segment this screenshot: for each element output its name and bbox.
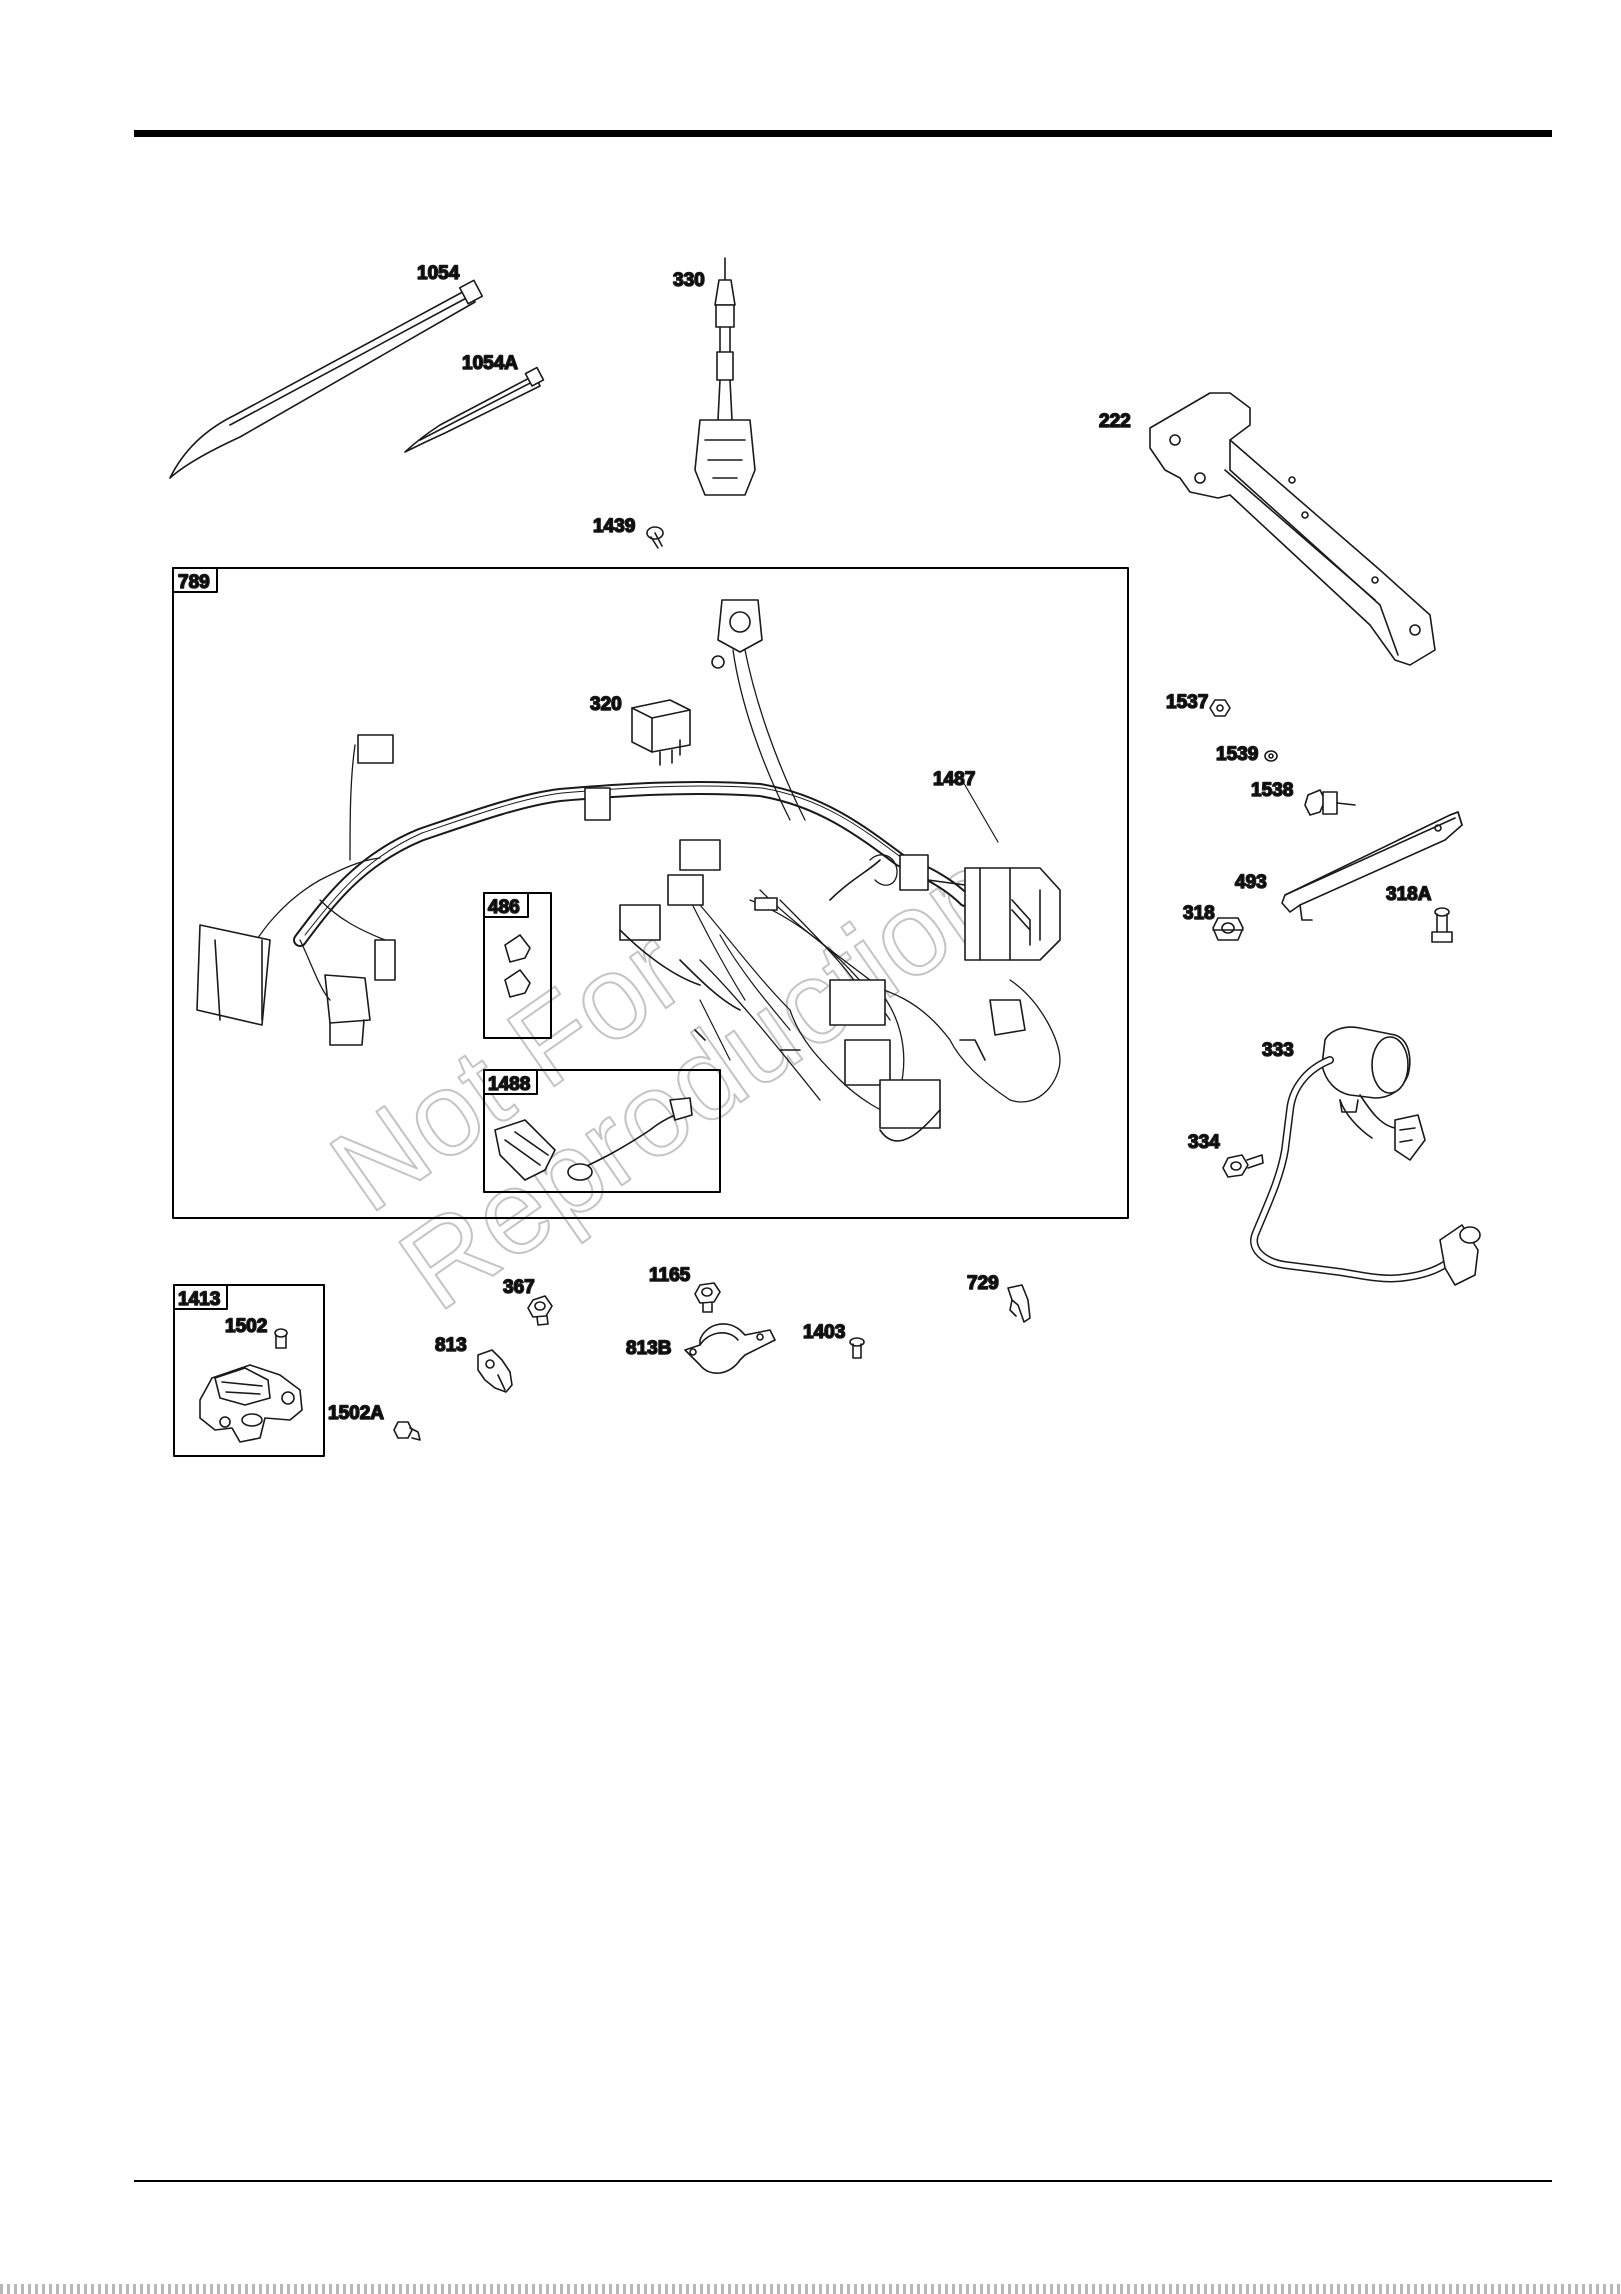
screw-1502[interactable] [275, 1329, 287, 1348]
cable-tie-1054[interactable] [170, 280, 482, 478]
bracket-493[interactable] [1282, 812, 1462, 920]
label-334: 334 [1188, 1132, 1220, 1153]
label-330: 330 [673, 270, 705, 291]
kit-tag-789: 789 [178, 572, 210, 593]
label-333: 333 [1262, 1040, 1294, 1061]
nut-318[interactable] [1213, 918, 1243, 940]
fuse-486[interactable] [505, 935, 530, 997]
label-1487: 1487 [933, 769, 975, 790]
bracket-222[interactable] [1150, 393, 1435, 665]
label-318: 318 [1183, 903, 1215, 924]
screw-1403[interactable] [850, 1338, 864, 1358]
nut-1537[interactable] [1210, 700, 1230, 716]
kit-tag-1488: 1488 [488, 1074, 530, 1095]
label-1502: 1502 [225, 1316, 267, 1337]
throttle-position-sensor-1413[interactable] [200, 1365, 302, 1442]
ignition-coil-333[interactable] [1254, 1027, 1480, 1285]
watermark: Not For Reproduction [308, 726, 1028, 1335]
clip-729[interactable] [1008, 1285, 1030, 1322]
label-1539: 1539 [1216, 744, 1258, 765]
label-1537: 1537 [1166, 692, 1208, 713]
bolt-367[interactable] [528, 1296, 552, 1325]
label-1054: 1054 [417, 263, 460, 284]
grommet-1538[interactable] [1305, 790, 1355, 815]
bolt-1165[interactable] [695, 1283, 720, 1312]
label-813b: 813B [626, 1338, 671, 1359]
label-1538: 1538 [1251, 780, 1293, 801]
cable-tie-1054a[interactable] [405, 368, 543, 452]
label-367: 367 [503, 1277, 535, 1298]
label-1403: 1403 [803, 1322, 845, 1343]
label-1165: 1165 [649, 1265, 691, 1286]
label-729: 729 [967, 1273, 999, 1294]
bolt-1439[interactable] [647, 527, 663, 548]
kit-tag-1413: 1413 [178, 1289, 220, 1310]
label-1054a: 1054A [462, 353, 518, 374]
bolt-334[interactable] [1223, 1155, 1263, 1177]
label-493: 493 [1235, 872, 1267, 893]
scan-edge-strip [0, 2284, 1621, 2294]
kit-tag-486: 486 [488, 897, 520, 918]
bolt-318a[interactable] [1432, 908, 1452, 942]
clamp-813b[interactable] [685, 1324, 775, 1373]
bottom-rule [134, 2180, 1552, 2182]
label-318a: 318A [1386, 884, 1432, 905]
label-222: 222 [1099, 411, 1131, 432]
washer-1539[interactable] [1265, 751, 1277, 761]
sensor-330[interactable] [695, 258, 755, 495]
clip-813[interactable] [478, 1350, 512, 1392]
relay-320[interactable] [632, 700, 690, 765]
screw-1502a[interactable] [394, 1422, 420, 1440]
label-813: 813 [435, 1335, 467, 1356]
label-1502a: 1502A [328, 1403, 384, 1424]
label-320: 320 [590, 694, 622, 715]
label-1439: 1439 [593, 516, 635, 537]
